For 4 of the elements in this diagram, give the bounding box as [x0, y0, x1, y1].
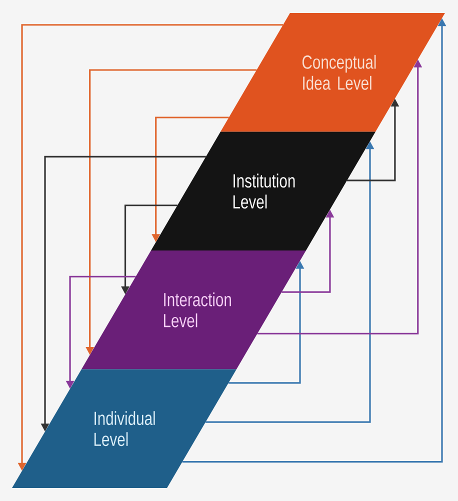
level-band: Individual Level: [12, 369, 236, 488]
level-band: Interaction Level: [82, 250, 306, 370]
level-band: Institution Level: [151, 132, 376, 250]
level-band: Conceptual Idea Level: [220, 13, 445, 132]
